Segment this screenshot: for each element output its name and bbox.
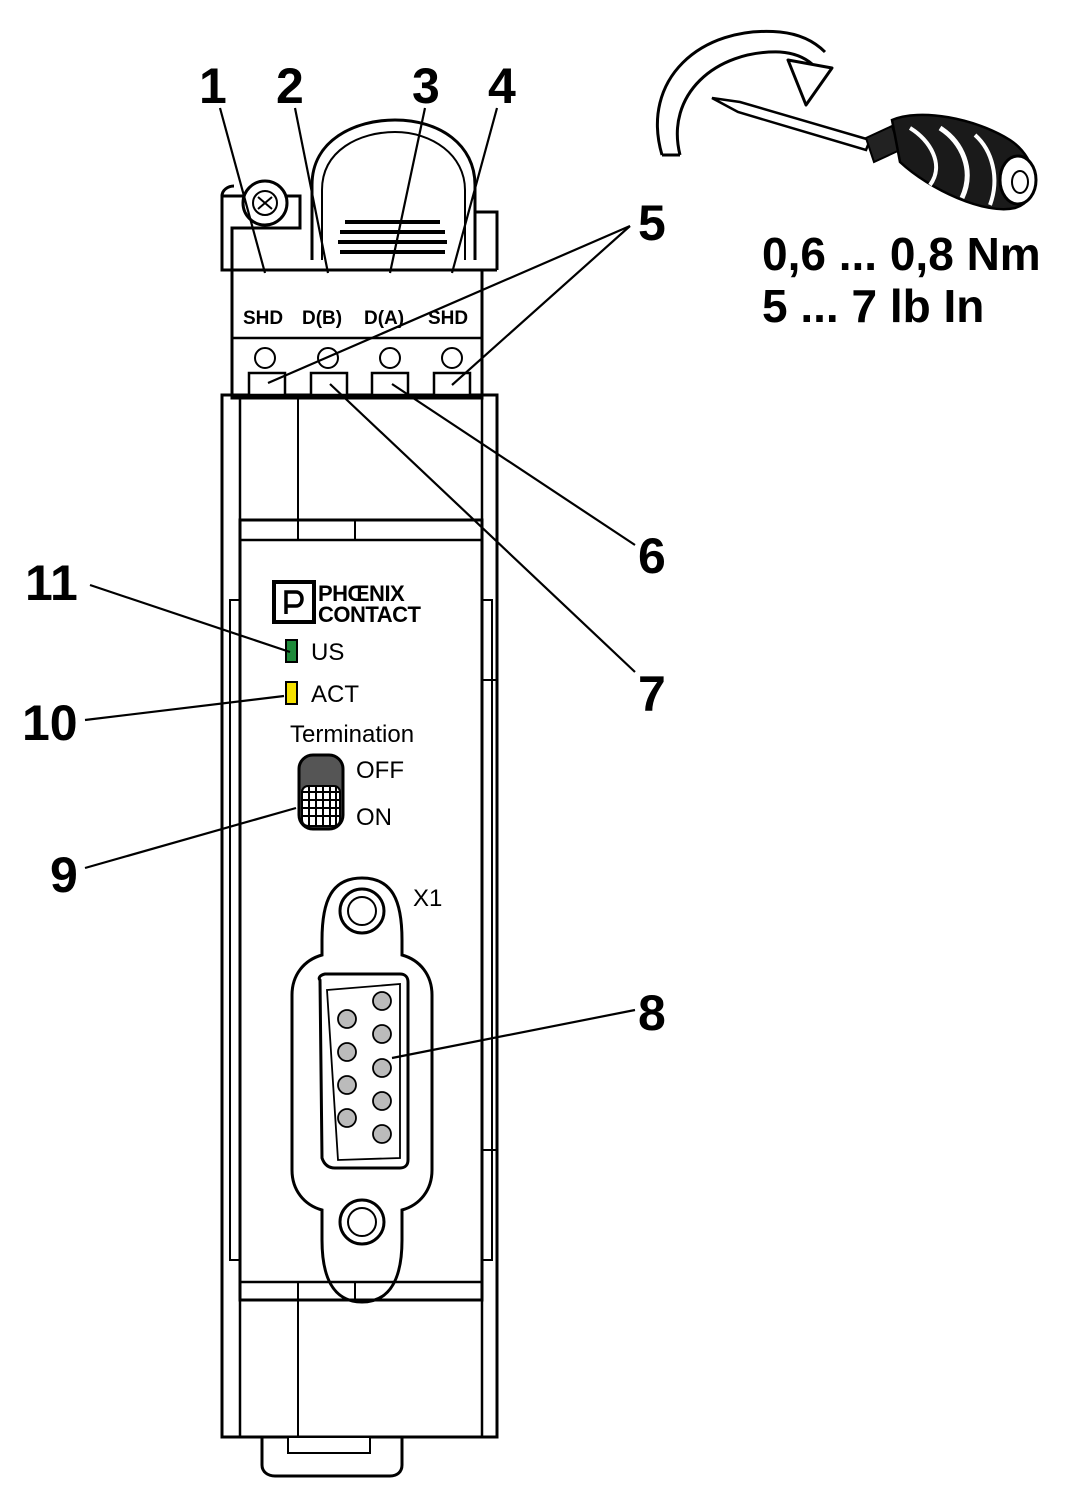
termination-off-label: OFF <box>356 757 404 784</box>
termination-switch[interactable] <box>297 753 345 831</box>
us-label: US <box>311 639 344 666</box>
callout-9: 9 <box>50 847 78 903</box>
connector-label: X1 <box>413 885 442 912</box>
callout-leaders <box>84 107 636 1060</box>
terminal-label-shd-1: SHD <box>243 308 283 329</box>
callout-5: 5 <box>638 195 666 251</box>
act-label: ACT <box>311 681 359 708</box>
terminal-label-d-b: D(B) <box>302 308 342 329</box>
svg-text:CONTACT: CONTACT <box>318 602 421 627</box>
terminal-label-shd-2: SHD <box>428 308 468 329</box>
terminal-label-d-a: D(A) <box>364 308 404 329</box>
callout-1: 1 <box>199 58 227 114</box>
callout-11: 11 <box>25 555 78 611</box>
callout-10: 10 <box>22 695 78 751</box>
callout-3: 3 <box>412 58 440 114</box>
phoenix-contact-logo: PHŒNIX CONTACT <box>272 580 422 627</box>
callout-4: 4 <box>488 58 516 114</box>
device-housing <box>220 118 499 1478</box>
torque-lbin: 5 ... 7 lb In <box>762 280 984 332</box>
termination-title: Termination <box>290 721 414 748</box>
callout-8: 8 <box>638 985 666 1041</box>
screwdriver-icon <box>711 96 1038 211</box>
svg-text:PHŒNIX: PHŒNIX <box>318 581 405 606</box>
callout-2: 2 <box>276 58 304 114</box>
callout-7: 7 <box>638 666 666 722</box>
rotation-arrow-icon <box>655 29 834 157</box>
callout-6: 6 <box>638 528 666 584</box>
act-led <box>285 681 298 705</box>
termination-on-label: ON <box>356 804 392 831</box>
dsub-connector <box>290 876 434 1304</box>
torque-nm: 0,6 ... 0,8 Nm <box>762 228 1041 280</box>
terminal-screws <box>247 347 472 397</box>
